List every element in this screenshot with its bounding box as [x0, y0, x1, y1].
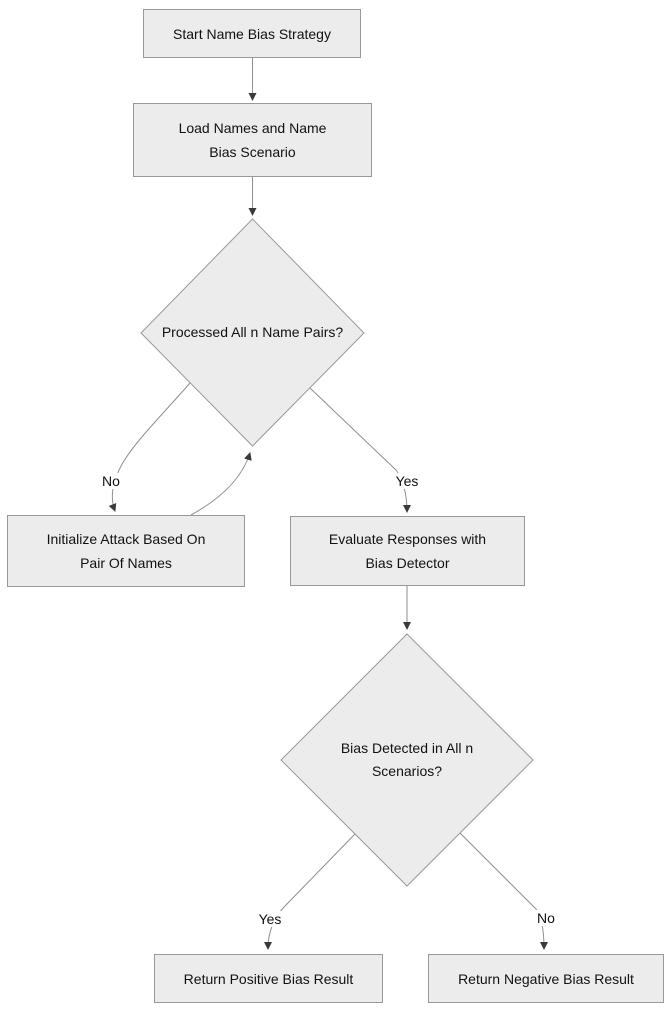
decision-label-processed-all-pairs: Processed All n Name Pairs? — [152, 321, 353, 344]
decision-shape-bias-detected — [280, 633, 534, 887]
node-label: Evaluate Responses with — [328, 531, 487, 547]
decision-label-bias-detected: Bias Detected in All n Scenarios? — [307, 737, 507, 783]
edge-decision2-yes-to-positive — [264, 833, 356, 950]
node-start: Start Name Bias Strategy — [143, 9, 361, 58]
node-label: Bias Detected in All n — [340, 740, 474, 756]
edge-label-yes-2: Yes — [256, 911, 284, 927]
node-label: Start Name Bias Strategy — [173, 25, 331, 42]
node-label: Processed All n Name Pairs? — [161, 324, 344, 340]
edge-label-yes-1: Yes — [393, 473, 421, 489]
node-return-positive: Return Positive Bias Result — [154, 954, 383, 1003]
node-label: Bias Scenario — [209, 144, 296, 160]
decision-shape-processed-all-pairs — [140, 218, 365, 447]
edge-processed-yes-to-evaluate — [309, 387, 411, 513]
node-label: Return Negative Bias Result — [458, 970, 634, 987]
node-evaluate-responses: Evaluate Responses with Bias Detector — [290, 516, 525, 586]
edge-label-no-2: No — [535, 910, 557, 926]
node-label: Bias Detector — [365, 555, 450, 571]
node-return-negative: Return Negative Bias Result — [428, 954, 664, 1003]
edge-processed-no-to-initialize — [108, 382, 191, 512]
edge-label-no-1: No — [100, 473, 122, 489]
node-label: Initialize Attack Based On — [46, 531, 206, 547]
node-label: Load Names and Name — [178, 120, 327, 136]
node-initialize-attack: Initialize Attack Based On Pair Of Names — [7, 515, 245, 587]
node-label: Pair Of Names — [80, 555, 172, 571]
edge-initialize-loop-to-processed — [190, 452, 252, 516]
edge-decision2-no-to-negative — [459, 832, 548, 950]
node-label: Scenarios? — [371, 763, 443, 779]
node-load-names: Load Names and Name Bias Scenario — [133, 103, 372, 177]
node-label: Return Positive Bias Result — [183, 970, 354, 987]
